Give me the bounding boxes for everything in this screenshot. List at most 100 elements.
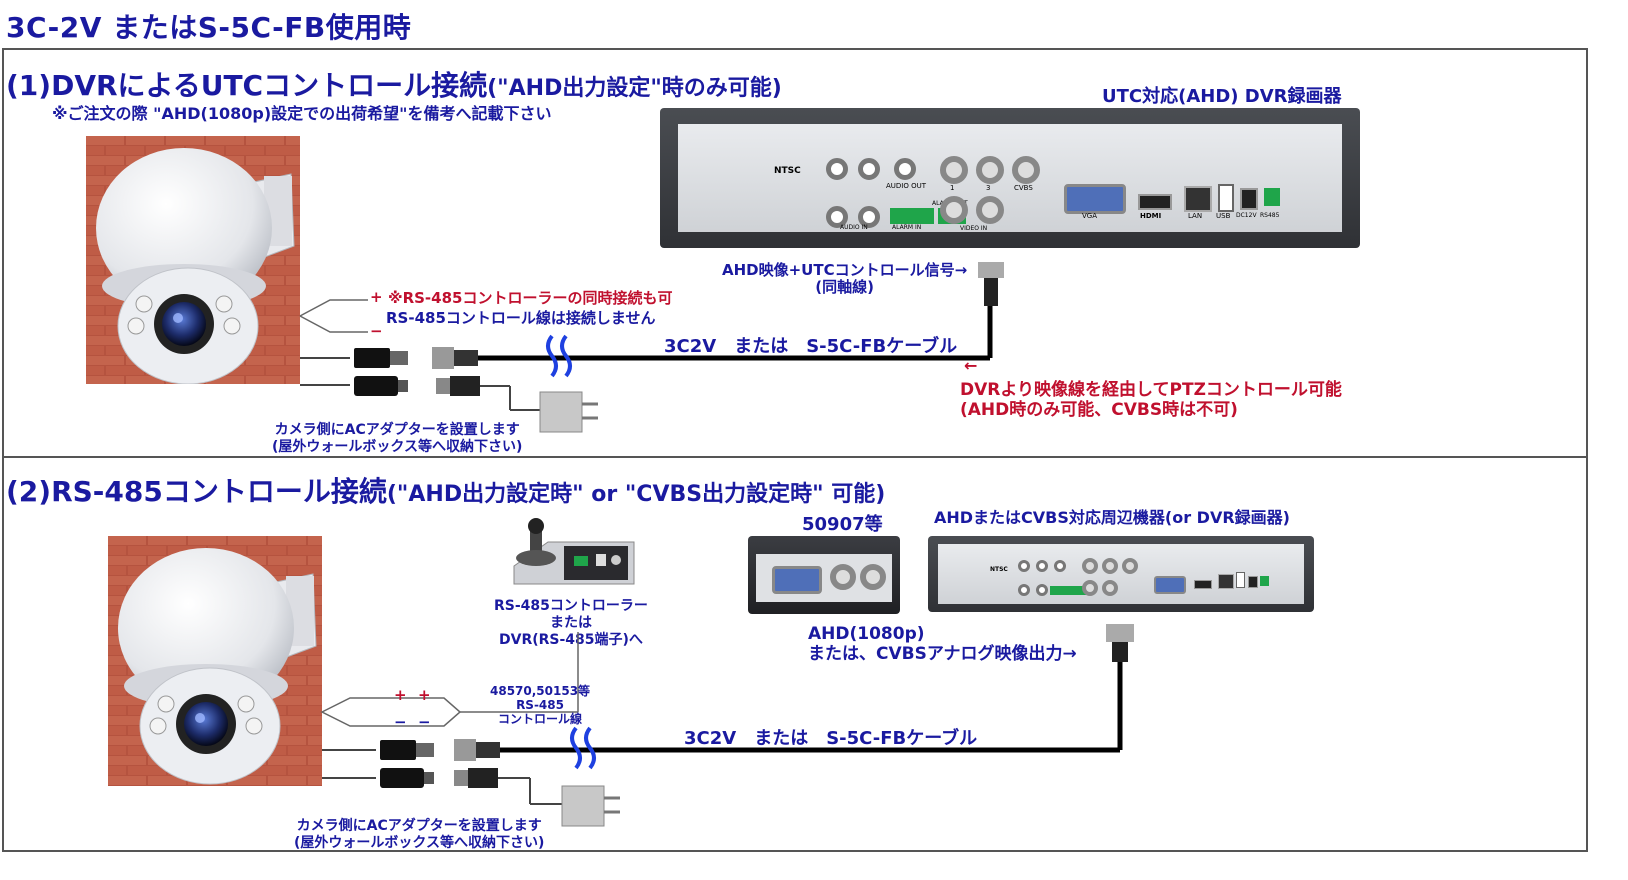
dvr-vga-label: VGA — [1082, 212, 1098, 220]
bnc-port-icon — [940, 156, 968, 184]
section2-title: (2)RS-485コントロール接続("AHD出力設定時" or "CVBS出力設… — [6, 470, 885, 510]
s1-rs485-simultaneous: ※RS-485コントローラーの同時接続も可 — [388, 289, 673, 307]
dvr-rs485-label: RS485 — [1260, 212, 1280, 219]
dvr-recorder-image: NTSC AUDIO OUT AUDIO IN ALARM IN ALARM O… — [660, 108, 1360, 248]
dvr-hdmi-label: HDMI — [1140, 212, 1162, 220]
section1-title: (1)DVRによるUTCコントロール接続("AHD出力設定"時のみ可能) — [6, 64, 782, 104]
bnc-port-icon — [976, 196, 1004, 224]
page-title: 3C-2V またはS-5C-FB使用時 — [6, 11, 412, 44]
s1-signal-label: AHD映像+UTCコントロール信号→ (同軸線) — [722, 262, 967, 296]
s2-rs485-cable-3: コントロール線 — [498, 712, 583, 726]
s2-adapter-note: カメラ側にACアダプターを設置します (屋外ウォールボックス等へ収納下さい) — [294, 818, 544, 852]
s2-minus-1: − — [394, 713, 407, 731]
rca-port-icon — [1054, 560, 1066, 572]
lan-port-icon — [1184, 186, 1212, 212]
s2-rs485-cable-2: RS-485 — [516, 698, 564, 712]
s2-adapter-note-2: (屋外ウォールボックス等へ収納下さい) — [294, 835, 545, 851]
bnc-port-icon — [1102, 558, 1118, 574]
dvr-lan-label: LAN — [1188, 212, 1203, 220]
ptz-camera-image — [86, 136, 300, 384]
bnc-port-icon — [940, 196, 968, 224]
section2-title-text: (2)RS-485コントロール接続 — [6, 475, 387, 508]
bnc-port-icon — [860, 564, 886, 590]
section2-panel — [2, 456, 1588, 852]
dvr-audio-in-label: AUDIO IN — [840, 224, 868, 231]
dvr-video-in-label: VIDEO IN — [960, 225, 988, 232]
s1-cable-label: 3C2V または S-5C-FBケーブル — [664, 336, 958, 357]
s2-rs485-cable-1: 48570,50153等 — [490, 684, 591, 698]
dvr-panel-face: NTSC AUDIO OUT AUDIO IN ALARM IN ALARM O… — [678, 124, 1342, 232]
rca-port-icon — [1018, 584, 1030, 596]
vga-port-icon — [772, 566, 822, 594]
rs485-controller-image — [513, 518, 635, 585]
dvr-audio-out-label: AUDIO OUT — [886, 182, 927, 190]
section2-model-label: 50907等 — [802, 514, 883, 535]
bnc-port-icon — [1082, 558, 1098, 574]
hdmi-port-icon — [1138, 194, 1172, 210]
usb-port-icon — [1218, 184, 1234, 212]
section2-device-label: AHDまたはCVBS対応周辺機器(or DVR録画器) — [934, 508, 1290, 527]
bnc-port-icon — [976, 156, 1004, 184]
s1-ptz-note-2: (AHD時のみ可能、CVBS時は不可) — [960, 400, 1238, 420]
dvr-ntsc-label: NTSC — [990, 566, 1008, 573]
s1-ptz-note-1: DVRより映像線を経由してPTZコントロール可能 — [960, 380, 1342, 400]
s1-minus: − — [370, 322, 383, 340]
dvr-ch3-label: 3 — [986, 184, 991, 192]
alarm-in-terminal-icon — [890, 208, 934, 224]
s1-adapter-note-2: (屋外ウォールボックス等へ収納下さい) — [272, 439, 523, 455]
rca-port-icon — [858, 206, 880, 228]
s2-output-label-2: または、CVBSアナログ映像出力→ — [808, 644, 1077, 664]
bnc-port-icon — [1102, 580, 1118, 596]
s2-adapter-note-1: カメラ側にACアダプターを設置します — [296, 818, 542, 834]
s1-arrow: ← — [964, 356, 978, 375]
s1-signal-label-1: AHD映像+UTCコントロール信号→ — [722, 261, 968, 279]
dvr-panel-face: NTSC — [938, 544, 1304, 604]
rca-port-icon — [858, 158, 880, 180]
vga-port-icon — [1064, 184, 1126, 214]
section1-title-text: (1)DVRによるUTCコントロール接続 — [6, 69, 488, 102]
dvr-ntsc-label: NTSC — [774, 166, 801, 176]
s2-controller-label: RS-485コントローラー または DVR(RS-485端子)へ — [494, 598, 648, 649]
usb-port-icon — [1236, 572, 1245, 588]
rca-port-icon — [1018, 560, 1030, 572]
rca-port-icon — [1036, 584, 1048, 596]
rs485-terminal-icon — [1264, 188, 1280, 206]
vga-port-icon — [1154, 576, 1186, 594]
s2-controller-label-2: または — [549, 615, 592, 631]
s1-plus: + — [370, 288, 383, 306]
alarm-terminal-icon — [1050, 586, 1086, 595]
s2-plus-1: + — [394, 686, 407, 704]
section1-device-label: UTC対応(AHD) DVR録画器 — [1102, 86, 1342, 107]
s1-adapter-note-1: カメラ側にACアダプターを設置します — [274, 422, 520, 438]
s1-rs485-not-connected: RS-485コントロール線は接続しません — [386, 309, 656, 327]
s2-cable-label: 3C2V または S-5C-FBケーブル — [684, 728, 978, 749]
dc-power-port-icon — [1240, 188, 1258, 210]
rca-port-icon — [1036, 560, 1048, 572]
bnc-port-icon — [830, 564, 856, 590]
s2-rs485-cable-label: 48570,50153等 RS-485 コントロール線 — [490, 684, 590, 726]
dvr-cvbs-label: CVBS — [1014, 184, 1033, 192]
dvr-dc12v-label: DC12V — [1236, 212, 1257, 219]
hdmi-port-icon — [1194, 580, 1212, 589]
converter-face — [756, 554, 892, 602]
section1-title-suffix: ("AHD出力設定"時のみ可能) — [487, 76, 782, 101]
bnc-port-icon — [1012, 156, 1040, 184]
s2-output-label: AHD(1080p) または、CVBSアナログ映像出力→ — [808, 624, 1077, 664]
s1-ptz-note: DVRより映像線を経由してPTZコントロール可能 (AHD時のみ可能、CVBS時… — [960, 380, 1342, 420]
lan-port-icon — [1218, 574, 1234, 589]
s1-signal-label-2: (同軸線) — [815, 278, 874, 296]
rca-port-icon — [894, 158, 916, 180]
s2-controller-label-3: DVR(RS-485端子)へ — [498, 632, 643, 648]
s1-adapter-note: カメラ側にACアダプターを設置します (屋外ウォールボックス等へ収納下さい) — [272, 422, 522, 456]
s2-controller-label-1: RS-485コントローラー — [494, 598, 648, 614]
section2-title-suffix: ("AHD出力設定時" or "CVBS出力設定時" 可能) — [386, 482, 886, 507]
dc-power-port-icon — [1248, 576, 1258, 588]
s2-output-label-1: AHD(1080p) — [808, 624, 925, 644]
rca-port-icon — [826, 206, 848, 228]
rs485-terminal-icon — [1260, 576, 1269, 586]
section1-order-note: ※ご注文の際 "AHD(1080p)設定での出荷希望"を備考へ記載下さい — [52, 104, 552, 123]
dvr-alarm-in-label: ALARM IN — [892, 224, 922, 231]
converter-50907-image — [748, 536, 900, 614]
s2-plus-2: + — [418, 686, 431, 704]
